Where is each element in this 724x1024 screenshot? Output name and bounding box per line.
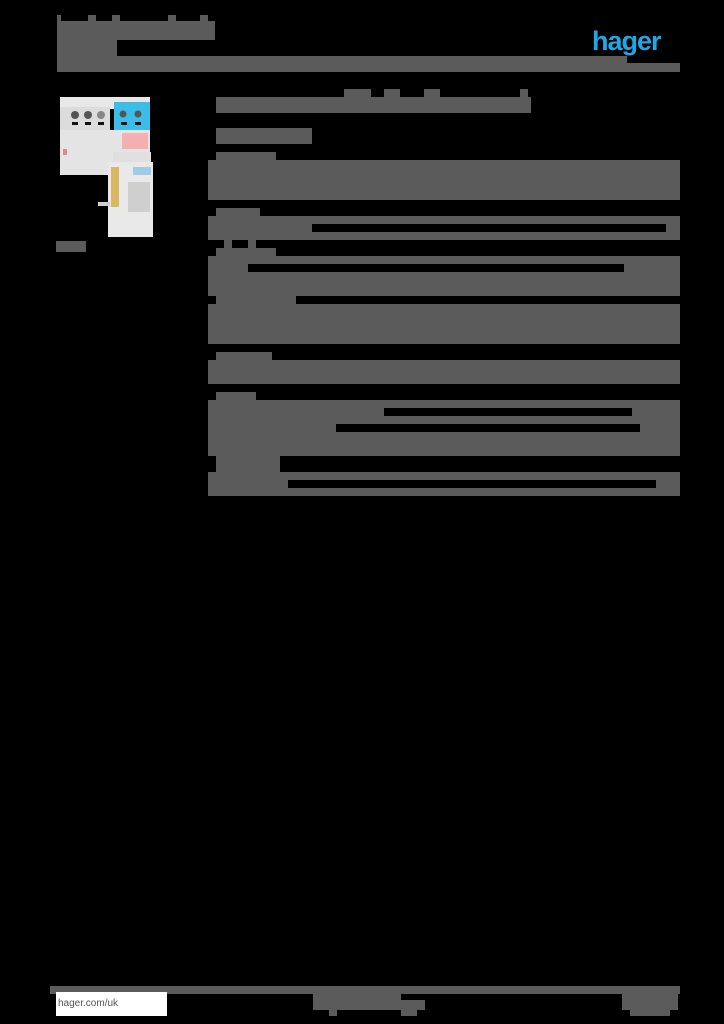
footer-center-tab	[329, 1010, 337, 1016]
footer-url-link[interactable]: hager.com/uk	[56, 992, 167, 1016]
spec-row-gap	[384, 408, 632, 416]
main-heading-tab	[424, 89, 440, 97]
header-title-tab	[168, 15, 176, 21]
product-caption: [redacted]	[56, 241, 86, 252]
footer-center-tab	[401, 1000, 425, 1010]
spec-row-gap	[336, 424, 640, 432]
section-label: [redacted]	[216, 392, 256, 400]
rcd-device-illustration	[60, 97, 153, 237]
section-label: [redacted]	[216, 296, 296, 304]
footer-rule	[50, 986, 680, 994]
header-title-tab	[112, 15, 120, 21]
header-rule	[57, 56, 627, 72]
product-image	[58, 97, 154, 237]
section-label: [redacted]	[216, 352, 272, 360]
spec-block: [redacted]	[208, 360, 680, 384]
spec-row-fill	[312, 224, 666, 232]
section-label: [redacted]	[216, 152, 276, 160]
section-label: [redacted]	[216, 208, 260, 216]
footer-center-tab	[401, 1010, 417, 1016]
section-label-tab	[224, 240, 232, 248]
spec-row-gap	[280, 456, 680, 472]
main-subheading: [redacted]	[216, 128, 312, 144]
spec-block: [redacted]	[208, 304, 680, 344]
header-subtitle: [redacted]	[57, 40, 117, 56]
spec-row-fill	[288, 480, 656, 488]
spec-row-gap	[296, 296, 680, 304]
section-label: [redacted]	[216, 456, 280, 472]
spec-row-gap	[248, 264, 624, 272]
main-heading-tab	[384, 89, 400, 97]
spec-row-label: [redacted]	[216, 472, 288, 496]
footer-right-tab	[630, 1010, 670, 1016]
main-heading: [redacted product description]	[216, 97, 531, 113]
section-label-tab	[248, 240, 256, 248]
header-title-tab	[200, 15, 208, 21]
spec-row-label: [redacted]	[216, 216, 312, 240]
main-heading-tab	[344, 89, 371, 97]
header-title-tab	[88, 15, 96, 21]
header-rule-right	[625, 63, 680, 72]
header-title: [redacted product series]	[57, 21, 215, 40]
spec-block: [redacted]	[208, 160, 680, 200]
main-heading-tab	[520, 89, 528, 97]
hager-logo: hager	[592, 26, 662, 56]
footer-right-text: [redacted]	[622, 994, 678, 1010]
header-title-tabs	[57, 15, 61, 21]
spec-block: [redacted]	[208, 256, 680, 296]
footer-center-text: [redacted]	[313, 994, 401, 1010]
section-label: [redacted]	[216, 248, 276, 256]
